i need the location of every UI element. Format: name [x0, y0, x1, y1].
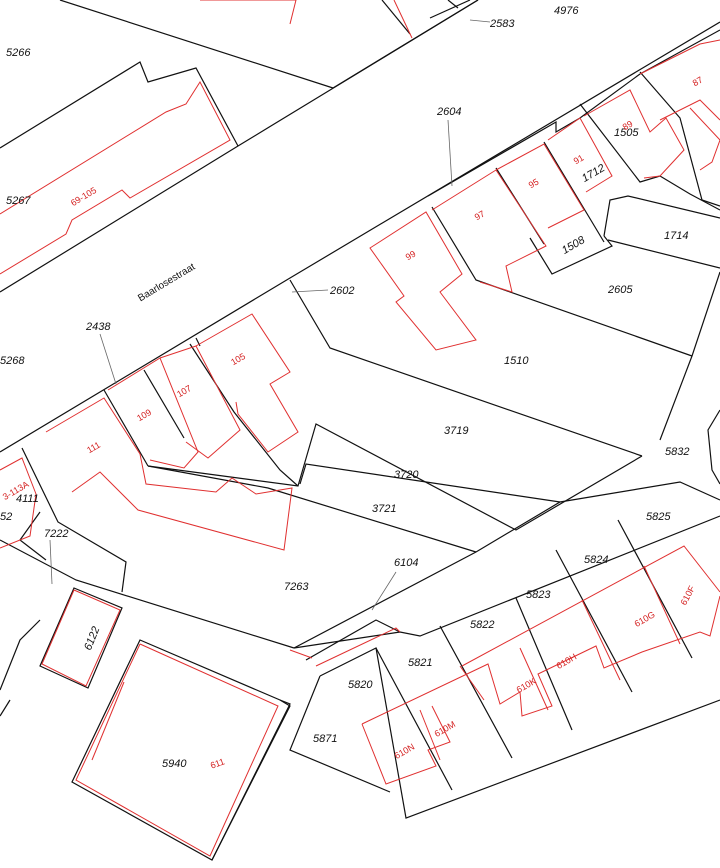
house-number: 107 [175, 383, 193, 399]
parcel-number: 2604 [436, 106, 461, 118]
parcel-number: 5825 [646, 511, 671, 523]
parcel-number: 5268 [0, 355, 25, 367]
parcel-number: 7263 [284, 581, 309, 593]
house-number: 611 [209, 756, 226, 770]
parcel-number: 2438 [85, 321, 111, 333]
parcel-number: 5822 [470, 619, 494, 631]
house-number: 610M [433, 719, 457, 739]
parcel-number: 5266 [6, 47, 31, 59]
parcel-number: 3719 [444, 425, 468, 437]
parcel-number: 4976 [554, 5, 579, 17]
parcel-number-labels: 5266 5267 5268 2583 4976 2604 1505 1712 … [0, 5, 689, 770]
parcel-number: 5820 [348, 679, 373, 691]
parcel-number: 6122 [82, 625, 102, 652]
house-number-labels: 87 89 91 95 97 99 69-105 105 107 109 111… [1, 75, 705, 771]
parcel-number: 5871 [313, 733, 337, 745]
house-number: 99 [404, 249, 418, 263]
house-number: 610F [678, 584, 697, 607]
house-number: 105 [229, 351, 247, 367]
parcel-number: 1508 [560, 234, 588, 257]
parcel-number: 1505 [614, 127, 639, 139]
house-number: 610K [515, 676, 538, 695]
parcel-number: 5823 [526, 589, 551, 601]
parcel-number: 2602 [329, 285, 354, 297]
parcel-number: 52 [0, 511, 12, 523]
house-number: 69-105 [69, 185, 98, 208]
house-number: 610N [393, 742, 417, 761]
house-number: 97 [473, 209, 487, 223]
parcel-number: 4111 [16, 493, 39, 505]
house-number: 89 [621, 119, 635, 133]
house-number: 95 [527, 177, 541, 191]
parcel-number: 3720 [394, 469, 419, 481]
parcel-number: 7222 [44, 528, 68, 540]
parcel-number: 6104 [394, 557, 418, 569]
parcel-number: 5824 [584, 554, 608, 566]
street-name-baarlosestraat: Baarlosestraat [136, 261, 197, 304]
house-number: 610H [555, 652, 579, 671]
parcel-number: 5940 [162, 758, 187, 770]
parcel-number: 3721 [372, 503, 396, 515]
parcel-number: 5821 [408, 657, 432, 669]
house-number: 87 [691, 75, 705, 89]
parcel-number: 5832 [665, 446, 689, 458]
house-number: 91 [572, 153, 586, 167]
house-number: 111 [85, 440, 102, 456]
house-number: 109 [135, 407, 153, 423]
parcel-number: 2605 [607, 284, 633, 296]
parcel-number: 2583 [489, 18, 515, 30]
parcel-number: 1510 [504, 355, 529, 367]
parcel-number: 1714 [664, 230, 688, 242]
house-number: 610G [633, 609, 657, 629]
parcel-number: 5267 [6, 195, 31, 207]
leader-lines [49, 19, 491, 611]
